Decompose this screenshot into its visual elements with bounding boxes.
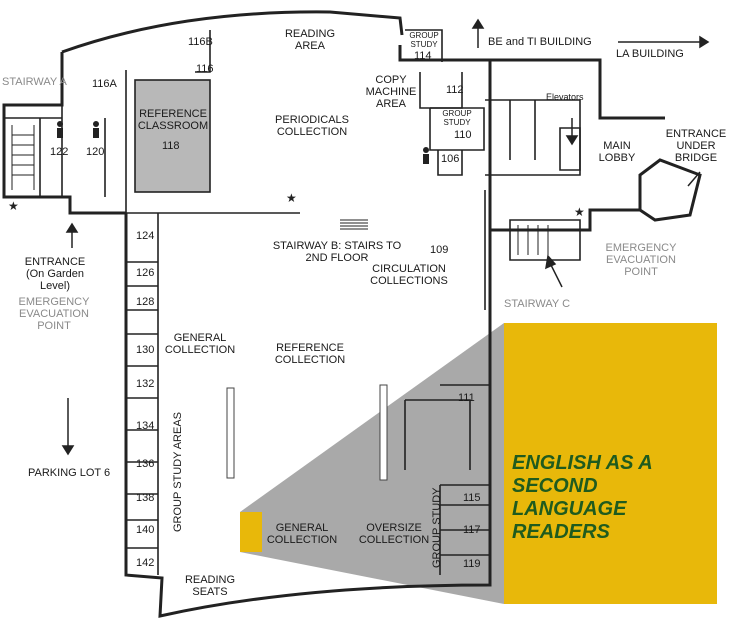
star-icon: ★ (574, 205, 585, 219)
label-entrance-bridge: ENTRANCE UNDER BRIDGE (665, 128, 727, 164)
label-stairway-a: STAIRWAY A (2, 76, 67, 88)
outer-walls (2, 10, 702, 618)
label-evac-right: EMERGENCY EVACUATION POINT (605, 242, 677, 278)
label-room-134: 134 (136, 420, 155, 432)
label-room-138: 138 (136, 492, 155, 504)
label-room-116: 116 (196, 63, 214, 75)
label-room-111: 111 (458, 392, 475, 404)
direction-arrows (61, 18, 710, 456)
stairway-b-stairs (340, 219, 368, 230)
label-reference-collection: REFERENCE COLLECTION (274, 342, 346, 366)
label-periodicals: PERIODICALS COLLECTION (275, 114, 349, 138)
label-room-106: 106 (441, 153, 460, 165)
label-copy-machine: COPY MACHINE AREA (365, 74, 417, 110)
label-room-142: 142 (136, 557, 155, 569)
label-room-128: 128 (136, 296, 155, 308)
label-room-118: 118 (162, 140, 180, 152)
label-general-collection-1: GENERAL COLLECTION (164, 332, 236, 356)
label-room-126: 126 (136, 267, 155, 279)
reference-classroom-room (134, 79, 211, 193)
label-la-building: LA BUILDING (616, 48, 684, 60)
shelf (379, 384, 388, 481)
label-room-117: 117 (463, 524, 481, 536)
label-evac-left: EMERGENCY EVACUATION POINT (18, 296, 90, 332)
label-stairway-c: STAIRWAY C (504, 298, 571, 310)
label-reading-area: READING AREA (284, 28, 336, 52)
restroom-icon (57, 121, 429, 164)
label-circulation: CIRCULATION COLLECTIONS (370, 263, 448, 287)
zoom-wedge (240, 323, 504, 604)
label-room-124: 124 (136, 230, 155, 242)
label-entrance-garden: ENTRANCE (On Garden Level) (24, 256, 86, 292)
label-room-112: 112 (446, 84, 464, 96)
label-reading-seats: READING SEATS (184, 574, 236, 598)
label-room-119: 119 (463, 558, 481, 570)
star-icon: ★ (286, 191, 297, 205)
label-oversize-collection: OVERSIZE COLLECTION (358, 522, 430, 546)
label-be-ti-building: BE and TI BUILDING (488, 36, 592, 48)
label-room-120: 120 (86, 146, 105, 158)
stairway-a-stairs (11, 125, 35, 190)
label-general-collection-2: GENERAL COLLECTION (266, 522, 338, 546)
label-room-132: 132 (136, 378, 155, 390)
label-group-study-areas: GROUP STUDY AREAS (172, 411, 184, 532)
star-icon: ★ (8, 199, 19, 213)
interior-walls (4, 29, 581, 575)
stairway-c-stairs (517, 225, 549, 255)
esl-location-marker (240, 512, 262, 552)
label-room-115: 115 (463, 492, 481, 504)
label-elevators: Elevators (546, 92, 584, 102)
label-room-109: 109 (430, 244, 449, 256)
label-room-116a: 116A (92, 78, 117, 90)
label-group-study-vert: GROUP STUDY (431, 487, 443, 568)
label-group-study-110: GROUP STUDY (442, 109, 472, 127)
label-room-140: 140 (136, 524, 155, 536)
callout-box (504, 323, 717, 604)
label-room-114: 114 (414, 50, 432, 62)
label-reference-classroom: REFERENCE CLASSROOM (137, 108, 209, 132)
label-room-110: 110 (454, 129, 472, 141)
label-room-122: 122 (50, 146, 69, 158)
label-group-study-114: GROUP STUDY (409, 31, 439, 49)
label-parking-lot: PARKING LOT 6 (28, 467, 111, 479)
shelf (226, 387, 235, 479)
label-room-136: 136 (136, 458, 155, 470)
label-room-130: 130 (136, 344, 155, 356)
label-main-lobby: MAIN LOBBY (598, 140, 636, 164)
callout-title: ENGLISH AS A SECOND LANGUAGE READERS (512, 452, 653, 543)
label-room-116b: 116B (188, 36, 213, 48)
label-stairway-b: STAIRWAY B: STAIRS TO 2ND FLOOR (272, 240, 402, 264)
